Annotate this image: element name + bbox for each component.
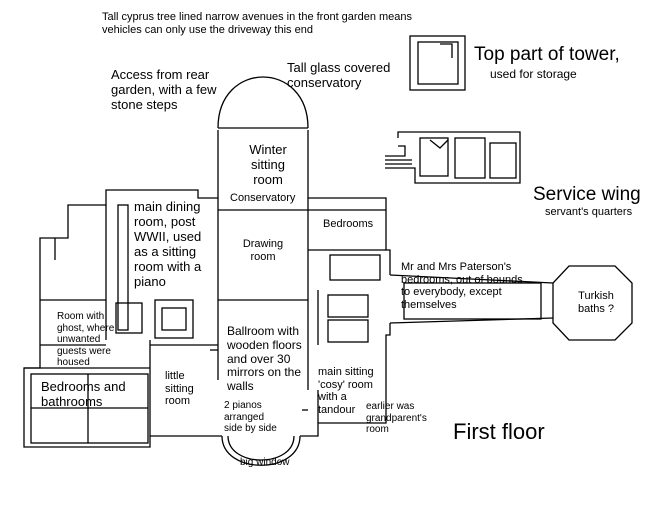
conservatory-dome — [217, 76, 309, 129]
label-rear-garden-access: Access from rear garden, with a few ston… — [111, 67, 217, 112]
label-service-wing: Service wing — [533, 184, 641, 205]
label-little-sitting-room: little sitting room — [165, 370, 194, 408]
service-wing-plan — [385, 131, 521, 184]
label-main-dining-room: main dining room, post WWII, used as a s… — [134, 199, 202, 289]
label-paterson-bedrooms: Mr and Mrs Paterson's bedrooms, out of b… — [401, 261, 523, 311]
bay-window — [221, 435, 301, 466]
label-turkish-baths: Turkish baths ? — [577, 290, 615, 315]
label-bedrooms-bathrooms: Bedrooms and bathrooms — [41, 379, 126, 409]
turkish-baths-plan — [389, 265, 633, 341]
label-first-floor: First floor — [453, 419, 545, 444]
label-ballroom: Ballroom with wooden floors and over 30 … — [227, 324, 302, 394]
label-tower-subtitle: used for storage — [490, 67, 577, 81]
label-grandparent-room: earlier was grandparent's room — [366, 401, 427, 435]
label-main-sitting-room: main sitting 'cosy' room with a tandour — [318, 366, 374, 416]
label-tower-title: Top part of tower, — [474, 44, 620, 65]
label-glass-conservatory: Tall glass covered conservatory — [287, 60, 391, 90]
label-two-pianos: 2 pianos arranged side by side — [224, 400, 277, 434]
tower-top-plan — [409, 35, 466, 91]
label-servants-quarters: servant's quarters — [545, 206, 633, 218]
label-drawing-room: Drawing room — [242, 238, 284, 263]
label-big-window: big window — [240, 457, 290, 468]
label-winter-sitting-room: Winter sitting room — [249, 142, 287, 187]
main-building-outline — [23, 130, 391, 448]
label-bedrooms: Bedrooms — [323, 218, 374, 230]
note-cypress-avenues: Tall cyprus tree lined narrow avenues in… — [102, 11, 413, 36]
interior-walls — [24, 198, 386, 436]
label-ghost-room: Room with ghost, where unwanted guests w… — [57, 311, 115, 368]
label-conservatory: Conservatory — [230, 192, 296, 204]
